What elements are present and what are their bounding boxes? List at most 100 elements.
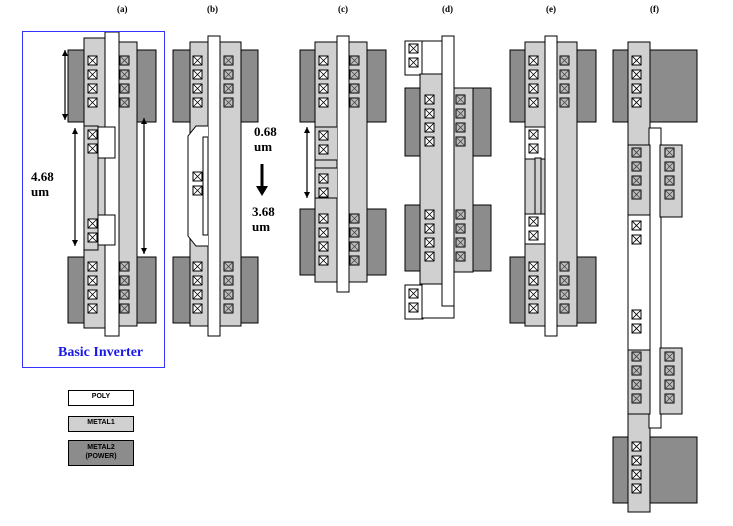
contact-cross	[455, 136, 466, 147]
dimension-arrow-a-top-head	[62, 114, 68, 120]
contact-cross	[349, 213, 360, 224]
poly-line	[648, 127, 662, 429]
contact-cross	[631, 55, 642, 66]
contact-cross	[631, 220, 642, 231]
contact-cross	[424, 223, 435, 234]
dimension-arrow-a-mid-head	[72, 128, 78, 134]
metal2-rail	[612, 49, 698, 123]
contact-cross	[192, 83, 203, 94]
legend-metal1: METAL1	[68, 416, 134, 432]
panel-label-c: (c)	[338, 4, 348, 14]
contact-cross	[349, 227, 360, 238]
contact-cross	[408, 57, 419, 68]
contact-cross	[455, 108, 466, 119]
dimension-from-value: 0.68	[254, 124, 277, 139]
legend-metal1-label: METAL1	[87, 419, 115, 426]
dimension-value-a: 4.68	[31, 169, 54, 184]
contact-cross	[631, 365, 642, 376]
panel-label-d: (d)	[442, 4, 453, 14]
contact-cross	[559, 275, 570, 286]
metal2-rail	[612, 436, 698, 504]
contact-cross	[528, 303, 539, 314]
legend-poly-label: POLY	[91, 393, 111, 400]
contact-cross	[119, 97, 130, 108]
poly-line	[544, 35, 558, 337]
contact-cross	[223, 69, 234, 80]
contact-cross	[87, 275, 98, 286]
dimension-to-unit: um	[252, 219, 271, 234]
contact-cross	[631, 455, 642, 466]
contact-cross	[455, 237, 466, 248]
contact-cross	[119, 261, 130, 272]
contact-cross	[559, 69, 570, 80]
contact-cross	[192, 303, 203, 314]
contact-cross	[528, 275, 539, 286]
contact-cross	[631, 83, 642, 94]
contact-cross	[223, 289, 234, 300]
contact-cross	[87, 129, 98, 140]
contact-cross	[455, 94, 466, 105]
contact-cross	[631, 323, 642, 334]
contact-cross	[664, 365, 675, 376]
panel-label-b: (b)	[207, 4, 218, 14]
caption-basic-inverter: Basic Inverter	[58, 345, 144, 360]
contact-cross	[192, 289, 203, 300]
contact-cross	[318, 227, 329, 238]
contact-cross	[664, 393, 675, 404]
contact-cross	[631, 393, 642, 404]
contact-cross	[455, 122, 466, 133]
contact-cross	[318, 187, 329, 198]
contact-cross	[664, 351, 675, 362]
poly-line	[97, 214, 116, 246]
contact-cross	[192, 171, 203, 182]
contact-cross	[664, 189, 675, 200]
contact-cross	[349, 55, 360, 66]
panel-label-f: (f)	[650, 4, 659, 14]
contact-cross	[318, 83, 329, 94]
contact-cross	[349, 255, 360, 266]
contact-cross	[87, 303, 98, 314]
contact-cross	[528, 143, 539, 154]
poly-line	[207, 35, 221, 337]
contact-cross	[559, 261, 570, 272]
contact-cross	[192, 185, 203, 196]
contact-cross	[631, 379, 642, 390]
contact-cross	[631, 189, 642, 200]
poly-line	[336, 35, 350, 293]
contact-cross	[528, 69, 539, 80]
contact-cross	[119, 303, 130, 314]
contact-cross	[631, 469, 642, 480]
contact-cross	[559, 303, 570, 314]
legend-metal2-sublabel: (POWER)	[85, 453, 117, 460]
contact-cross	[559, 55, 570, 66]
contact-cross	[87, 261, 98, 272]
contact-cross	[455, 209, 466, 220]
dimension-arrow-a-top-head	[62, 50, 68, 56]
contact-cross	[119, 275, 130, 286]
contact-cross	[87, 143, 98, 154]
contact-cross	[664, 175, 675, 186]
contact-cross	[349, 241, 360, 252]
contact-cross	[119, 83, 130, 94]
contact-cross	[455, 223, 466, 234]
dimension-unit-a: um	[31, 184, 50, 199]
dimension-arrow-a-mid-head	[72, 240, 78, 246]
dimension-to-value: 3.68	[252, 204, 275, 219]
contact-cross	[528, 216, 539, 227]
contact-cross	[119, 289, 130, 300]
contact-cross	[424, 251, 435, 262]
poly-line	[202, 136, 209, 236]
contact-cross	[87, 69, 98, 80]
contact-cross	[631, 441, 642, 452]
contact-cross	[631, 309, 642, 320]
legend-metal2: METAL2 (POWER)	[68, 440, 134, 466]
contact-cross	[559, 97, 570, 108]
contact-cross	[223, 97, 234, 108]
contact-cross	[192, 97, 203, 108]
contact-cross	[318, 144, 329, 155]
contact-cross	[349, 69, 360, 80]
dimension-label-a: 4.68 um	[31, 169, 54, 199]
contact-cross	[318, 173, 329, 184]
contact-cross	[192, 55, 203, 66]
contact-cross	[223, 83, 234, 94]
